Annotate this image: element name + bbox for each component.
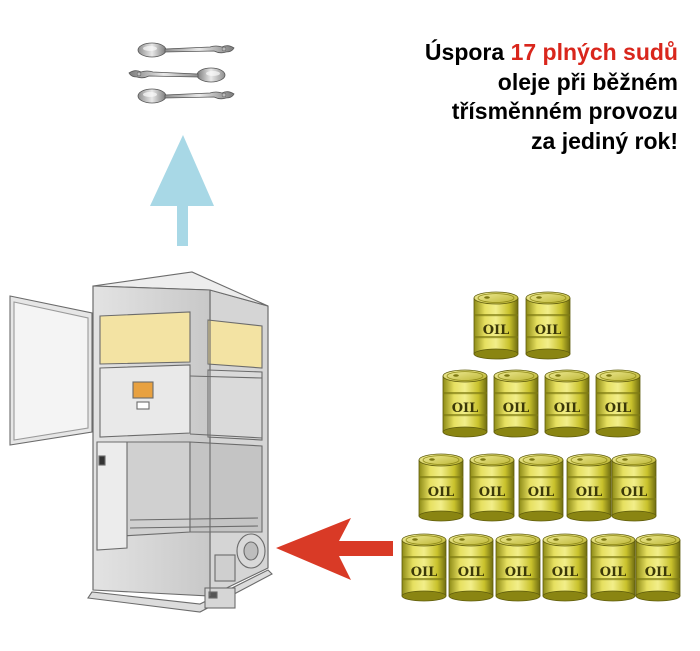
oil-barrel-icon: OIL — [418, 453, 464, 522]
headline-line-3: třísměnném provozu — [451, 98, 678, 124]
oil-barrel-icon: OIL — [448, 533, 494, 602]
barrel-label: OIL — [479, 485, 506, 500]
barrel-label: OIL — [645, 565, 672, 580]
barrel-label: OIL — [411, 565, 438, 580]
barrel-label: OIL — [505, 565, 532, 580]
oil-barrel-icon: OIL — [611, 453, 657, 522]
headline-line-4: za jediný rok! — [531, 127, 678, 154]
barrel-label: OIL — [528, 485, 555, 500]
oil-barrel-icon: OIL — [590, 533, 636, 602]
oil-barrel-icon: OIL — [635, 533, 681, 602]
barrel-label: OIL — [554, 401, 581, 416]
headline-line-2: oleje při běžném — [497, 68, 678, 95]
barrel-label: OIL — [452, 401, 479, 416]
oil-barrel-icon: OIL — [525, 291, 571, 360]
oil-barrel-icon: OIL — [595, 369, 641, 438]
headline-prefix: Úspora — [424, 39, 511, 65]
barrel-label: OIL — [621, 485, 648, 500]
oil-barrel-icon: OIL — [493, 369, 539, 438]
oil-barrel-icon: OIL — [469, 453, 515, 522]
barrel-label: OIL — [428, 485, 455, 500]
filtration-machine-icon — [9, 271, 273, 613]
oil-barrel-icon: OIL — [518, 453, 564, 522]
oil-barrel-icon: OIL — [442, 369, 488, 438]
headline-highlight: 17 plných sudů — [510, 39, 678, 65]
oil-barrel-icon: OIL — [495, 533, 541, 602]
oil-barrel-icon: OIL — [544, 369, 590, 438]
barrel-stack: OIL OIL OIL OIL OIL OIL OIL OIL OIL OIL OIL OIL OIL O… — [401, 291, 681, 602]
barrel-label: OIL — [503, 401, 530, 416]
barrel-label: OIL — [576, 485, 603, 500]
barrel-label: OIL — [458, 565, 485, 580]
barrel-label: OIL — [552, 565, 579, 580]
barrel-label: OIL — [605, 401, 632, 416]
up-arrow-icon — [150, 135, 214, 246]
oil-barrel-icon: OIL — [542, 533, 588, 602]
barrel-label: OIL — [483, 323, 510, 338]
left-arrow-icon — [276, 518, 393, 580]
barrel-label: OIL — [535, 323, 562, 338]
barrel-label: OIL — [600, 565, 627, 580]
oil-barrel-icon: OIL — [473, 291, 519, 360]
oil-barrel-icon: OIL — [566, 453, 612, 522]
oil-barrel-icon: OIL — [401, 533, 447, 602]
spoons-icon — [128, 42, 235, 104]
headline-line-1: Úspora 17 plných sudů — [258, 38, 678, 68]
headline: Úspora 17 plných sudů oleje při běžném t… — [258, 38, 678, 156]
